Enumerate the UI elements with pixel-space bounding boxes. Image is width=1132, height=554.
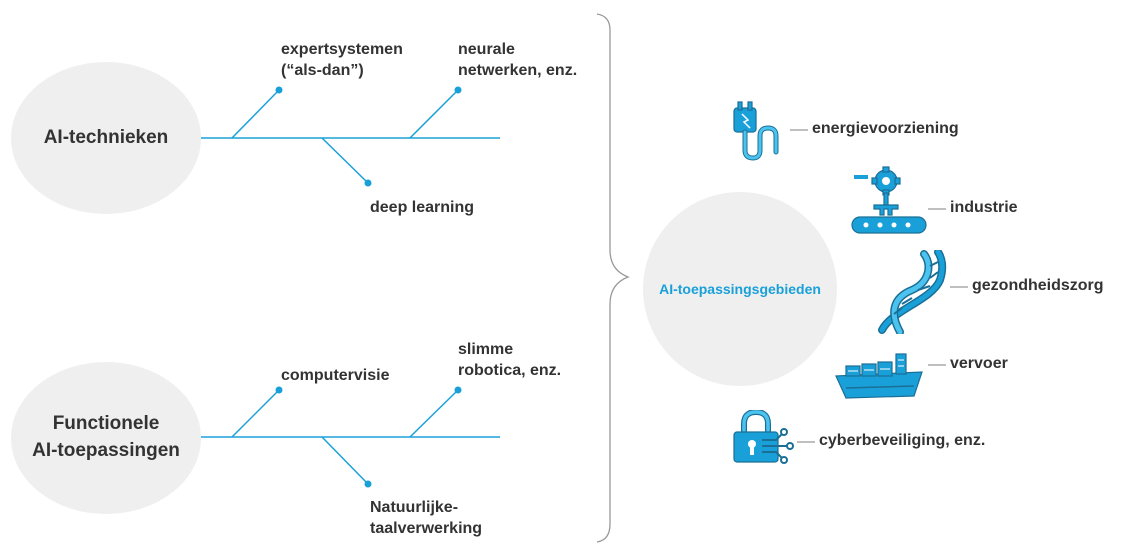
techniques-fishbone xyxy=(190,89,500,184)
branch-label-nlp: Natuurlijke- taalverwerking xyxy=(370,499,483,537)
functional-title: Functionele AI-toepassingen xyxy=(32,413,180,461)
functional-fishbone xyxy=(190,389,500,485)
application-label-energy: energievoorziening xyxy=(812,120,959,137)
branch-label-computer-vision: computervisie xyxy=(281,367,390,384)
branch-line-deep xyxy=(321,137,369,184)
application-label-transport: vervoer xyxy=(950,355,1008,372)
branch-dot xyxy=(454,86,462,94)
branch-label-neural-networks: neurale netwerken, enz. xyxy=(458,41,578,79)
branch-line-robotics xyxy=(409,389,459,438)
techniques-title: AI-technieken xyxy=(43,126,169,148)
application-label-healthcare: gezondheidszorg xyxy=(972,277,1104,294)
application-label-industry: industrie xyxy=(950,199,1018,216)
industrial-robot-icon xyxy=(851,166,927,234)
branch-line-neural xyxy=(409,89,459,139)
branch-line-expert xyxy=(231,89,280,139)
techniques-circle: AI-technieken xyxy=(11,62,201,214)
cargo-ship-icon xyxy=(835,353,923,399)
branch-label-smart-robotics: slimme robotica, enz. xyxy=(458,341,562,379)
application-areas-title: AI-toepassingsgebieden xyxy=(659,281,821,297)
dna-icon xyxy=(878,250,947,334)
application-areas-circle: AI-toepassingsgebieden xyxy=(643,192,837,386)
power-plug-icon xyxy=(733,101,779,161)
branch-label-expert-systems: expertsystemen (“als-dan”) xyxy=(281,41,403,79)
branch-dot xyxy=(275,86,283,94)
branch-label-deep-learning: deep learning xyxy=(370,199,475,216)
branch-dot xyxy=(454,386,462,394)
branch-line-nlp xyxy=(321,436,369,485)
branch-line-vision xyxy=(231,389,280,438)
functional-circle: Functionele AI-toepassingen xyxy=(11,362,201,514)
branch-dot xyxy=(364,179,372,187)
curly-brace xyxy=(596,13,630,543)
application-label-cybersecurity: cyberbeveiliging, enz. xyxy=(819,432,986,449)
branch-dot xyxy=(275,386,283,394)
branch-dot xyxy=(364,480,372,488)
padlock-circuit-icon xyxy=(733,410,794,464)
